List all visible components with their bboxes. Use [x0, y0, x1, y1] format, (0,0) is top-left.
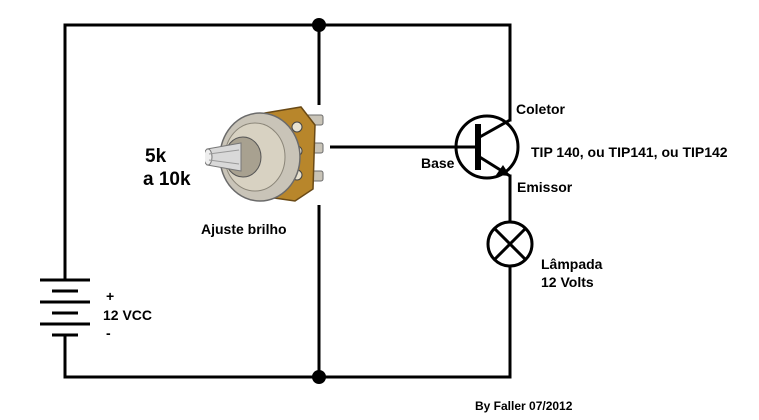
pot-caption: Ajuste brilho — [201, 221, 287, 237]
lamp-symbol — [486, 220, 534, 268]
resistance-label-line2: a 10k — [143, 169, 191, 190]
credit-label: By Faller 07/2012 — [475, 399, 573, 413]
battery-symbol — [40, 278, 90, 337]
battery-minus-label: - — [106, 325, 111, 341]
battery-plus-label: + — [106, 288, 115, 304]
lamp-label-line2: 12 Volts — [541, 274, 594, 290]
junction-top — [312, 18, 326, 32]
battery-voltage-label: 12 VCC — [103, 307, 153, 323]
lamp-label-line1: Lâmpada — [541, 256, 603, 272]
emitter-label: Emissor — [517, 179, 573, 195]
collector-label: Coletor — [516, 101, 565, 117]
junction-bottom — [312, 370, 326, 384]
base-label: Base — [421, 155, 455, 171]
potentiometer-image — [205, 105, 330, 205]
transistor-symbol — [454, 114, 520, 180]
resistance-label-line1: 5k — [145, 146, 167, 167]
transistor-models-label: TIP 140, ou TIP141, ou TIP142 — [531, 144, 728, 160]
